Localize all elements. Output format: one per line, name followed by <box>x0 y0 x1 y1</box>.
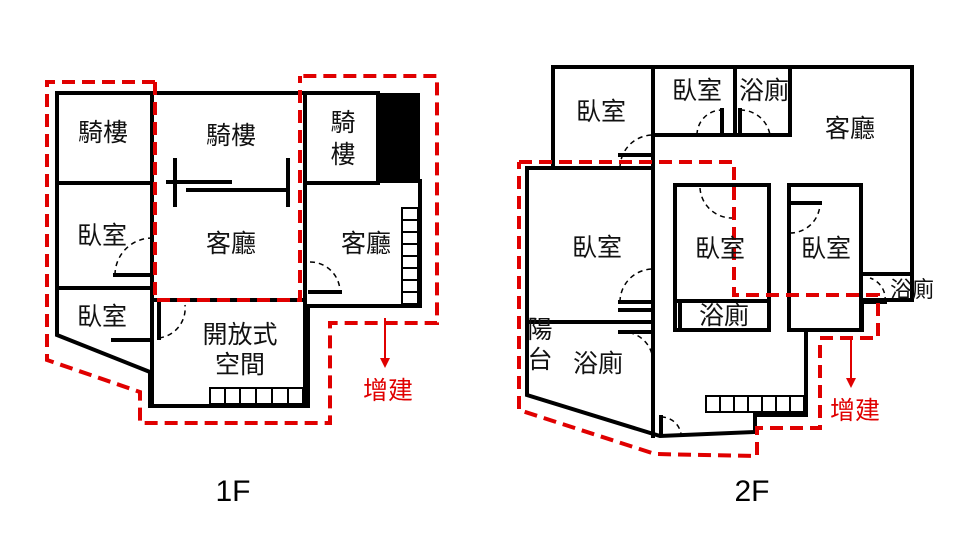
door-swing <box>869 277 886 303</box>
door-swing <box>158 304 186 339</box>
room-label: 騎樓 <box>206 121 256 150</box>
room-label: 空間 <box>215 350 265 379</box>
floor-2-outer-wall <box>525 65 914 439</box>
door-swing <box>739 109 771 136</box>
floor-1-addition-center <box>153 76 302 302</box>
room-label: 開放式 <box>202 320 277 349</box>
floor-2-plan: 增建 臥室 臥室 浴廁 客廳 臥室 臥室 臥室 浴廁 浴廁 陽 台 浴廁 2F <box>517 65 934 508</box>
door-swing <box>619 268 654 303</box>
floor-2-bottom-window <box>705 395 805 413</box>
room-label: 臥室 <box>77 221 127 250</box>
room-label: 臥室 <box>77 302 127 331</box>
door-swing <box>619 134 654 169</box>
door-swing <box>789 202 821 234</box>
floor-1-stair-rungs <box>401 207 419 305</box>
room-label: 浴廁 <box>573 349 623 378</box>
floor-2-addition-outline <box>517 160 880 459</box>
door-swing <box>699 187 733 219</box>
room-label: 客廳 <box>825 114 875 143</box>
room-label: 樓 <box>330 140 355 169</box>
room-label: 浴廁 <box>739 76 789 105</box>
room-label: 臥室 <box>695 234 745 263</box>
door-swing <box>696 109 723 136</box>
room-label: 臥室 <box>801 234 851 263</box>
floor-1-addition-arrowhead <box>380 358 390 368</box>
floor-2-addition-arrowhead <box>846 378 856 388</box>
floor-1-stair-block <box>378 93 420 181</box>
floor-1-addition-left <box>45 74 439 425</box>
room-label: 台 <box>527 345 552 374</box>
floor-2-label: 2F <box>734 475 769 508</box>
floor-1-gate <box>166 158 290 207</box>
room-label: 浴廁 <box>699 301 749 330</box>
room-label: 浴廁 <box>890 278 934 303</box>
floor-1-label: 1F <box>215 475 250 508</box>
room-label: 陽 <box>527 315 552 344</box>
room-label: 客廳 <box>341 229 391 258</box>
floor-1-bottom-window <box>209 387 304 405</box>
door-swing <box>619 331 654 363</box>
door-swing <box>660 416 682 435</box>
door-swing <box>309 261 341 293</box>
room-label: 臥室 <box>672 76 722 105</box>
floor-2-right-bedroom-wall <box>787 183 863 332</box>
room-label: 客廳 <box>206 229 256 258</box>
floor-2-addition-note: 增建 <box>830 396 880 425</box>
room-label: 騎樓 <box>78 118 128 147</box>
floor-2-center-bath-wall <box>673 299 771 332</box>
floor-1-plan: 增建 騎樓 騎樓 騎 樓 臥室 客廳 客廳 臥室 開放式 空間 1F <box>45 74 439 508</box>
room-label: 臥室 <box>572 233 622 262</box>
door-swing <box>114 237 153 276</box>
room-label: 騎 <box>330 108 355 137</box>
floor-1-addition-note: 增建 <box>363 376 413 405</box>
room-label: 臥室 <box>576 97 626 126</box>
